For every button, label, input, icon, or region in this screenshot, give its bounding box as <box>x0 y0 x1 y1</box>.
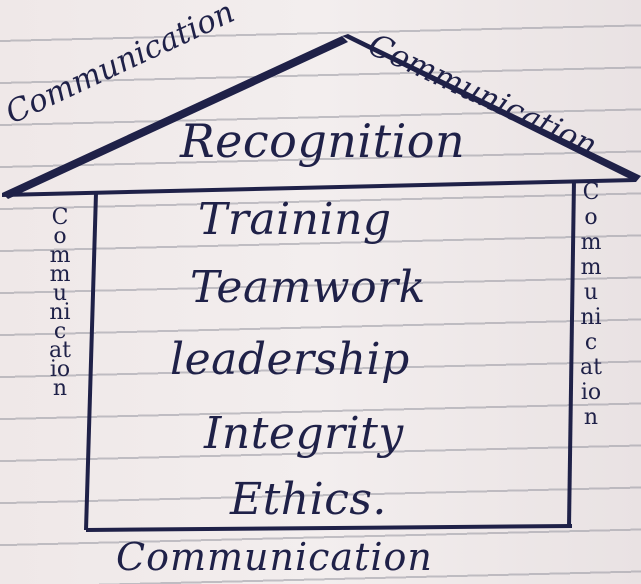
roof-right-line <box>342 34 641 182</box>
floor-line <box>86 524 572 532</box>
right-wall-label: Communication <box>580 180 602 430</box>
pillar-ethics: Ethics. <box>230 474 387 525</box>
roof-center-label: Recognition <box>180 114 466 168</box>
eave-line <box>2 178 636 197</box>
base-label: Communication <box>116 535 433 579</box>
right-wall-line <box>567 180 576 527</box>
pillar-training: Training <box>198 194 392 245</box>
pillar-leadership: leadership <box>170 334 410 385</box>
roof-left-line <box>2 36 348 199</box>
left-wall-label: Communication <box>49 205 71 401</box>
left-wall-line <box>84 193 98 530</box>
pillar-integrity: Integrity <box>204 408 404 459</box>
pillar-teamwork: Teamwork <box>190 262 426 313</box>
